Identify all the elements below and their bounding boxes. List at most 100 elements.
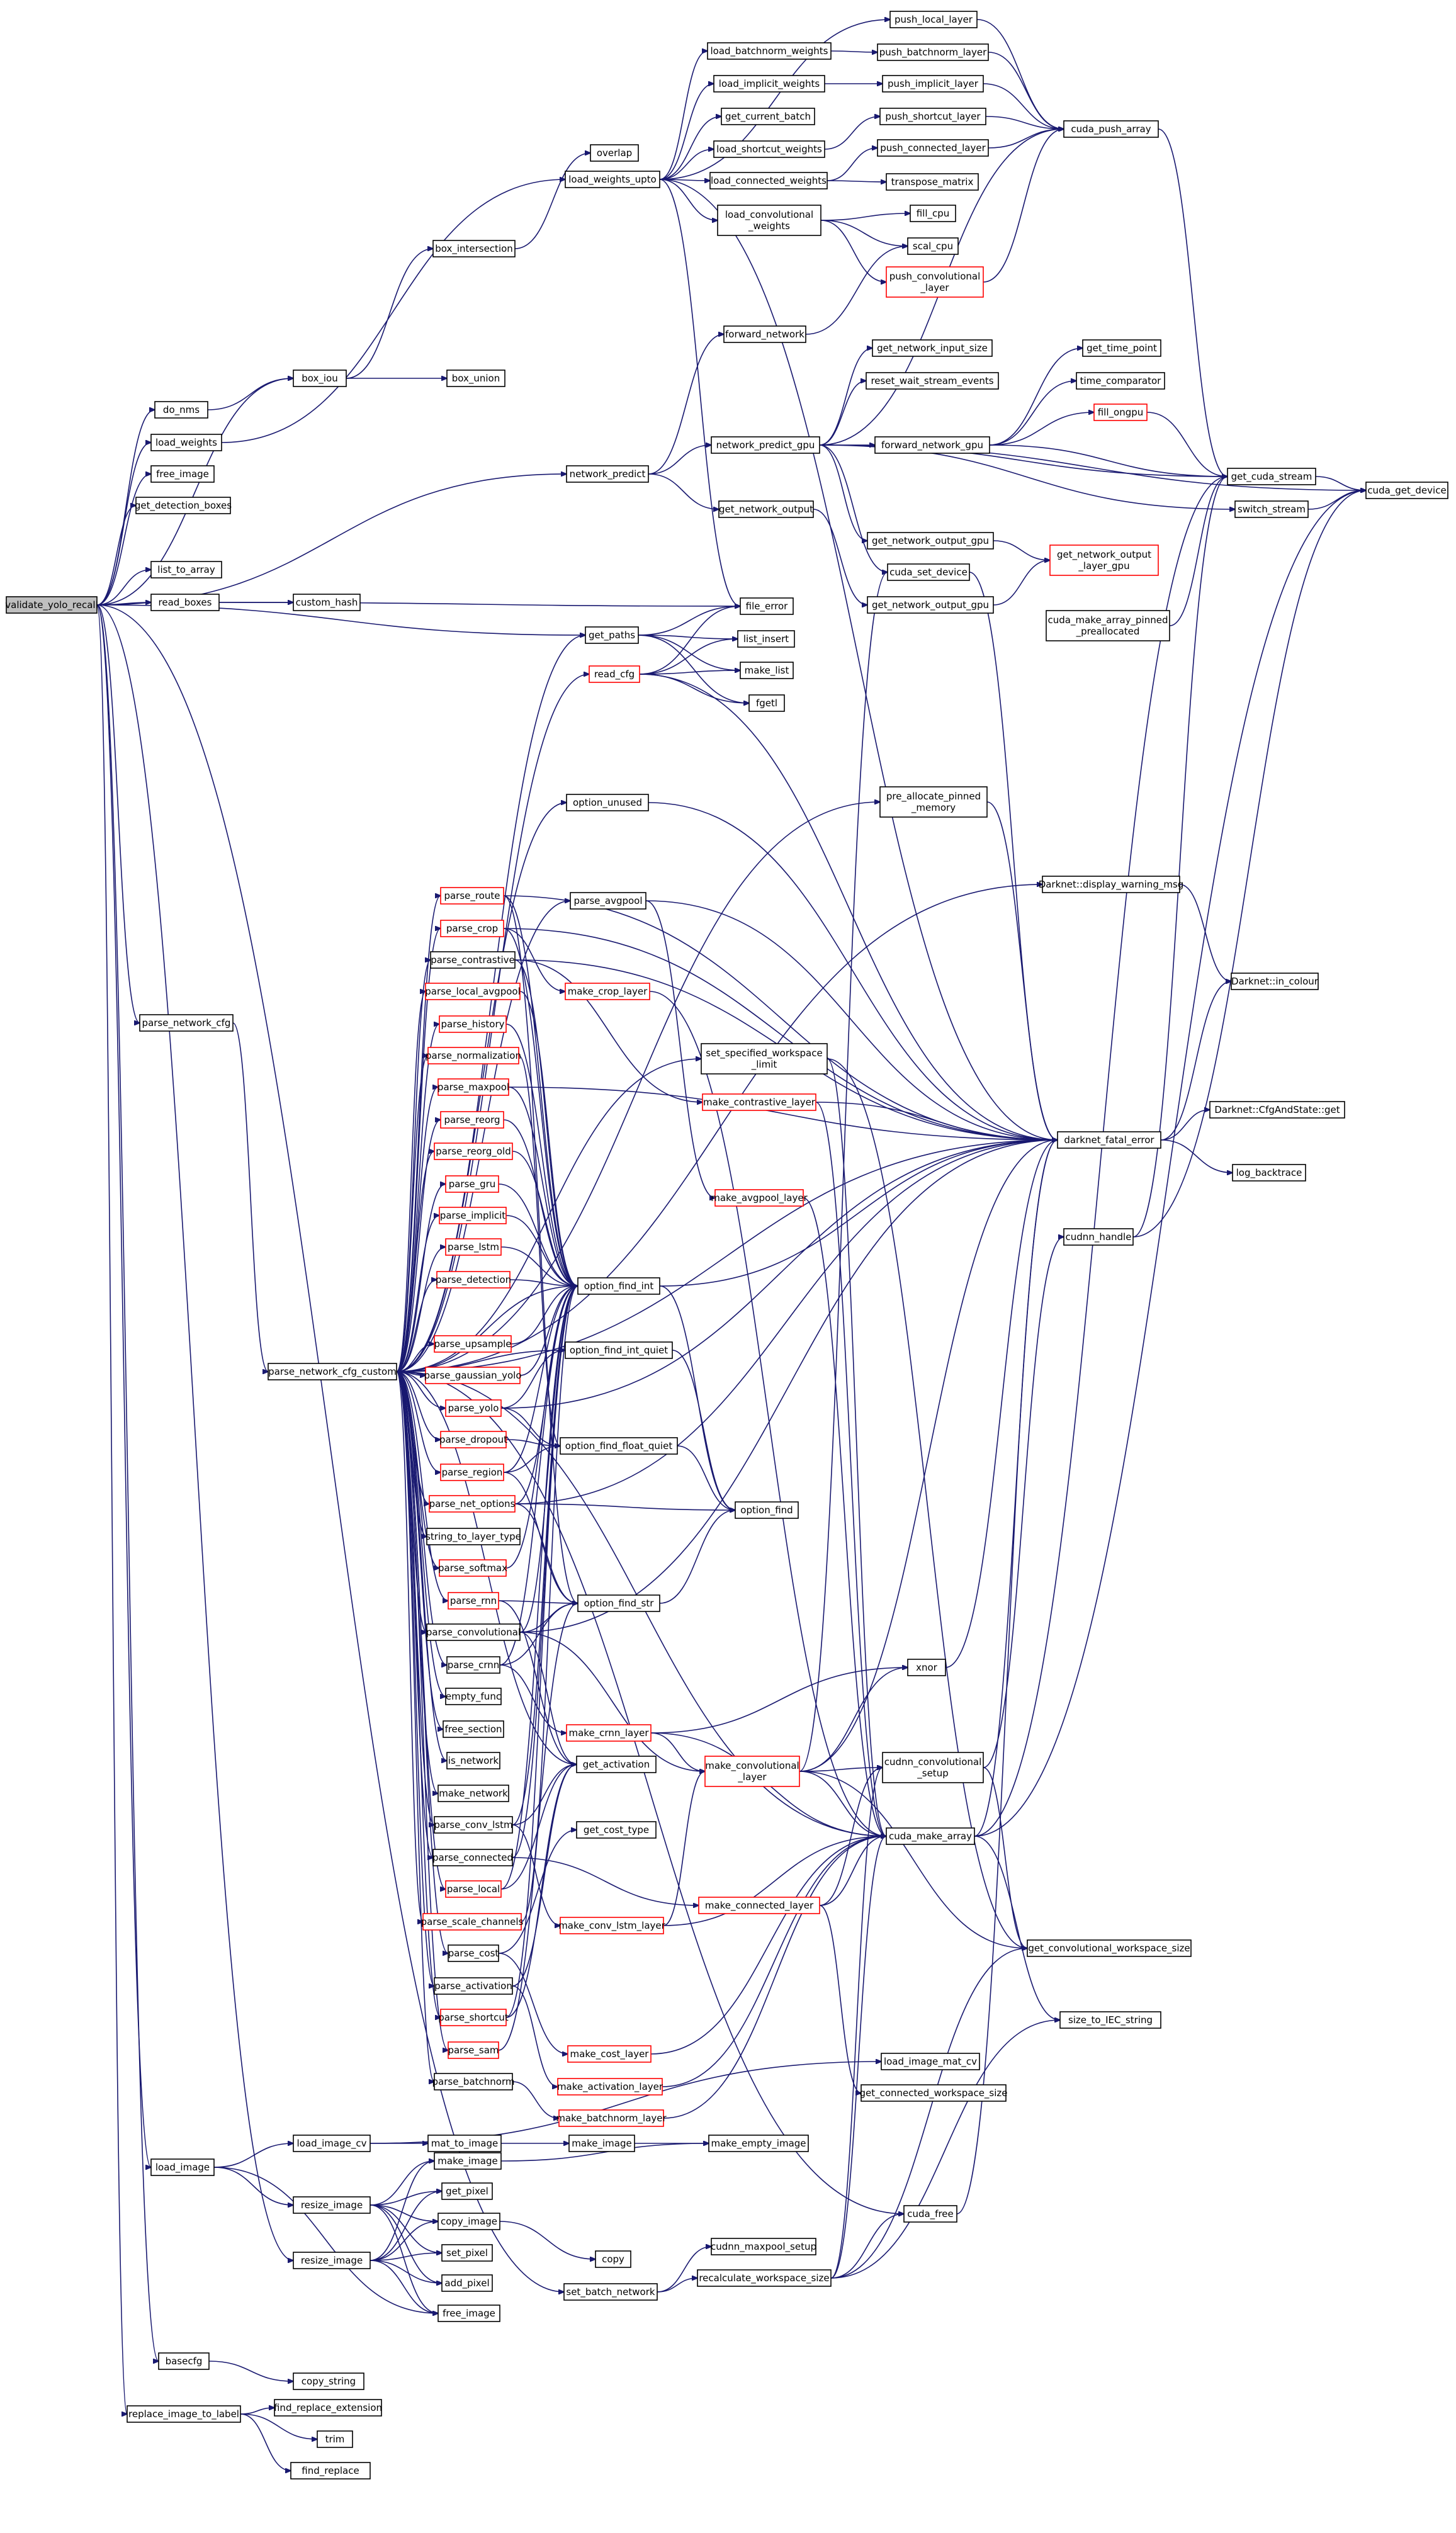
node-file_error[interactable]: file_error (740, 597, 794, 615)
node-parse_maxpool[interactable]: parse_maxpool (437, 1078, 509, 1096)
node-forward_network_gpu[interactable]: forward_network_gpu (874, 436, 990, 454)
node-parse_network_cfg_custom[interactable]: parse_network_cfg_custom (268, 1363, 397, 1380)
node-list_insert[interactable]: list_insert (737, 630, 795, 648)
node-push_local_layer[interactable]: push_local_layer (889, 11, 978, 28)
node-get_connected_workspace_size[interactable]: get_connected_workspace_size (859, 2084, 1008, 2102)
node-option_find_float_quiet[interactable]: option_find_float_quiet (560, 1437, 678, 1455)
node-make_image2[interactable]: make_image (434, 2152, 502, 2170)
node-load_image[interactable]: load_image (150, 2158, 215, 2176)
node-cudnn_maxpool_setup[interactable]: cudnn_maxpool_setup (711, 2238, 816, 2255)
node-get_network_output[interactable]: get_network_output (718, 500, 814, 518)
node-option_find_int_quiet[interactable]: option_find_int_quiet (565, 1341, 673, 1359)
node-recalculate_workspace_size[interactable]: recalculate_workspace_size (697, 2269, 832, 2287)
node-free_image2[interactable]: free_image (437, 2305, 500, 2322)
node-load_weights[interactable]: load_weights (150, 434, 222, 451)
node-parse_activation[interactable]: parse_activation (434, 1977, 513, 1995)
node-push_batchnorm_layer[interactable]: push_batchnorm_layer (877, 43, 989, 61)
node-make_connected_layer[interactable]: make_connected_layer (698, 1897, 820, 1914)
node-free_image[interactable]: free_image (150, 465, 215, 483)
node-mat_to_image[interactable]: mat_to_image (427, 2135, 502, 2152)
node-empty_func[interactable]: empty_func (445, 1688, 502, 1705)
node-option_find_str[interactable]: option_find_str (577, 1594, 660, 1612)
node-load_weights_upto[interactable]: load_weights_upto (565, 171, 660, 188)
node-parse_dropout[interactable]: parse_dropout (439, 1431, 507, 1448)
node-fill_ongpu[interactable]: fill_ongpu (1093, 403, 1148, 421)
node-set_pixel[interactable]: set_pixel (441, 2244, 493, 2262)
node-box_union[interactable]: box_union (446, 370, 505, 387)
node-parse_reorg_old[interactable]: parse_reorg_old (434, 1142, 513, 1160)
node-get_time_point[interactable]: get_time_point (1082, 339, 1161, 357)
node-option_find[interactable]: option_find (735, 1501, 799, 1519)
node-option_find_int[interactable]: option_find_int (577, 1277, 660, 1295)
node-parse_history[interactable]: parse_history (439, 1015, 507, 1033)
node-parse_yolo[interactable]: parse_yolo (445, 1399, 502, 1417)
node-display_warning_msg[interactable]: Darknet::display_warning_msg (1039, 876, 1184, 893)
node-basecfg[interactable]: basecfg (158, 2352, 210, 2370)
node-parse_network_cfg[interactable]: parse_network_cfg (139, 1014, 234, 1032)
node-parse_batchnorm[interactable]: parse_batchnorm (432, 2073, 515, 2090)
node-make_activation_layer[interactable]: make_activation_layer (557, 2078, 663, 2096)
node-network_predict[interactable]: network_predict (566, 465, 649, 483)
node-get_pixel[interactable]: get_pixel (441, 2182, 493, 2200)
node-get_cost_type[interactable]: get_cost_type (576, 1821, 657, 1839)
node-parse_local_avgpool[interactable]: parse_local_avgpool (425, 983, 521, 1000)
node-load_shortcut_weights[interactable]: load_shortcut_weights (713, 140, 825, 158)
node-load_image_mat_cv[interactable]: load_image_mat_cv (881, 2053, 980, 2070)
node-in_colour[interactable]: Darknet::in_colour (1231, 973, 1319, 990)
node-cuda_set_device[interactable]: cuda_set_device (887, 563, 970, 581)
node-parse_sam[interactable]: parse_sam (448, 2041, 499, 2059)
node-find_replace[interactable]: find_replace (290, 2462, 371, 2479)
node-xnor[interactable]: xnor (907, 1659, 946, 1676)
node-get_detection_boxes[interactable]: get_detection_boxes (135, 497, 232, 514)
node-resize_image_a[interactable]: resize_image (293, 2196, 371, 2214)
node-make_network[interactable]: make_network (437, 1785, 509, 1802)
node-parse_scale_channels[interactable]: parse_scale_channels (421, 1913, 524, 1931)
node-get_network_output_gpu2[interactable]: get_network_output_gpu (867, 596, 994, 614)
node-cuda_push_array[interactable]: cuda_push_array (1063, 120, 1159, 138)
node-replace_image_to_label[interactable]: replace_image_to_label (127, 2405, 241, 2423)
node-make_avgpool_layer[interactable]: make_avgpool_layer (711, 1189, 808, 1207)
node-fill_cpu[interactable]: fill_cpu (910, 205, 956, 222)
node-darknet_fatal_error[interactable]: darknet_fatal_error (1057, 1131, 1161, 1149)
node-parse_reorg[interactable]: parse_reorg (440, 1111, 504, 1129)
node-get_convolutional_workspace_size[interactable]: get_convolutional_workspace_size (1027, 1939, 1192, 1957)
node-transpose_matrix[interactable]: transpose_matrix (886, 173, 979, 191)
node-option_unused[interactable]: option_unused (566, 794, 649, 811)
node-box_iou[interactable]: box_iou (293, 370, 347, 387)
node-parse_region[interactable]: parse_region (440, 1464, 504, 1481)
node-get_activation[interactable]: get_activation (576, 1756, 657, 1773)
node-parse_local[interactable]: parse_local (445, 1880, 502, 1898)
node-custom_hash[interactable]: custom_hash (293, 594, 361, 611)
node-resize_image_b[interactable]: resize_image (293, 2252, 371, 2269)
node-make_cost_layer[interactable]: make_cost_layer (567, 2045, 652, 2063)
node-parse_avgpool[interactable]: parse_avgpool (570, 892, 646, 910)
node-copy_string[interactable]: copy_string (293, 2372, 364, 2390)
node-trim[interactable]: trim (317, 2430, 353, 2448)
node-cuda_get_device[interactable]: cuda_get_device (1365, 482, 1448, 499)
node-parse_convolutional[interactable]: parse_convolutional (426, 1623, 521, 1641)
node-load_image_cv[interactable]: load_image_cv (293, 2135, 371, 2152)
node-set_batch_network[interactable]: set_batch_network (563, 2283, 658, 2301)
node-network_predict_gpu[interactable]: network_predict_gpu (711, 436, 820, 454)
node-parse_crnn[interactable]: parse_crnn (446, 1656, 500, 1674)
node-add_pixel[interactable]: add_pixel (441, 2274, 493, 2292)
node-log_backtrace[interactable]: log_backtrace (1232, 1164, 1306, 1182)
node-parse_gaussian_yolo[interactable]: parse_gaussian_yolo (424, 1367, 522, 1384)
node-make_list[interactable]: make_list (740, 662, 794, 679)
node-set_specified_workspace_limit[interactable]: set_specified_workspace_limit (701, 1043, 828, 1075)
node-make_convolutional_layer[interactable]: make_convolutional_layer (704, 1756, 800, 1787)
node-fgetl[interactable]: fgetl (748, 694, 785, 712)
node-make_crop_layer[interactable]: make_crop_layer (565, 983, 650, 1000)
node-list_to_array[interactable]: list_to_array (150, 561, 222, 578)
node-get_network_input_size[interactable]: get_network_input_size (872, 339, 993, 357)
node-read_boxes[interactable]: read_boxes (150, 594, 220, 611)
node-parse_shortcut[interactable]: parse_shortcut (438, 2009, 509, 2026)
node-make_empty_image[interactable]: make_empty_image (708, 2135, 809, 2152)
node-parse_implicit[interactable]: parse_implicit (439, 1207, 507, 1224)
node-reset_wait_stream_events[interactable]: reset_wait_stream_events (866, 372, 999, 390)
node-parse_detection[interactable]: parse_detection (436, 1271, 511, 1289)
node-parse_gru[interactable]: parse_gru (445, 1175, 499, 1193)
node-cudnn_handle[interactable]: cudnn_handle (1063, 1228, 1134, 1246)
node-load_convolutional_weights[interactable]: load_convolutional_weights (717, 205, 821, 236)
node-make_crnn_layer[interactable]: make_crnn_layer (566, 1724, 652, 1742)
